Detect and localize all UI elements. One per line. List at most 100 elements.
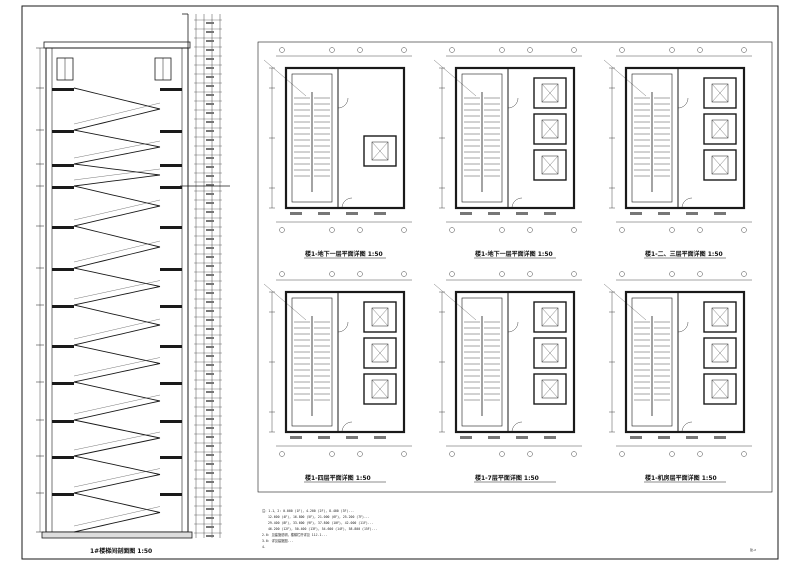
landing-slab (160, 456, 182, 459)
elevator-car (541, 119, 559, 139)
elevator-car (371, 379, 389, 399)
elevator-shaft (363, 337, 397, 369)
stair-core (461, 297, 503, 427)
leader-line (603, 59, 647, 97)
elevator-car (711, 343, 729, 363)
elevation-mark (206, 490, 214, 492)
axis-bubble (669, 47, 675, 53)
stair-flight (73, 185, 161, 207)
elevation-mark (206, 193, 214, 195)
elevation-mark (206, 436, 214, 438)
elevator-shaft (533, 149, 567, 181)
axis-bubble (499, 47, 505, 53)
stair-flight (73, 474, 161, 494)
elevation-mark (206, 256, 214, 258)
stair-core (291, 73, 333, 203)
elevation-mark (206, 175, 214, 177)
axis-bubble (329, 451, 335, 457)
section-title: 1#楼梯间剖面图 1:50 (90, 547, 152, 555)
axis-bubble (449, 47, 455, 53)
door-swing (341, 197, 353, 209)
axis-bubble (357, 227, 363, 233)
floor-plan-5 (433, 271, 582, 483)
elevator-car (541, 155, 559, 175)
elevation-mark (206, 310, 214, 312)
floor-plans-grid (263, 47, 752, 483)
annotation-mark (374, 212, 386, 215)
elevation-mark (206, 526, 214, 528)
floor-plan-4 (263, 271, 412, 483)
stair-flight (73, 108, 161, 131)
elevation-mark (206, 508, 214, 510)
annotation-mark (488, 212, 500, 215)
elevator-car (711, 379, 729, 399)
landing-slab (52, 493, 74, 496)
plan-wall (454, 66, 576, 210)
note-line: 4. (262, 545, 266, 549)
annotation-mark (460, 212, 472, 215)
note-line: 12.600 (4F), 16.800 (5F), 21.000 (6F), 2… (268, 515, 370, 519)
axis-bubble (527, 47, 533, 53)
landing-slab (52, 382, 74, 385)
elevator-car (711, 155, 729, 175)
handrail (73, 168, 161, 181)
elevation-dimension-column (180, 14, 230, 538)
axis-bubble (449, 271, 455, 277)
elevation-mark (206, 499, 214, 501)
elevation-mark (206, 454, 214, 456)
annotation-mark (686, 212, 698, 215)
elevation-mark (206, 220, 214, 222)
plan-wall (624, 66, 746, 210)
ground-slab (41, 531, 193, 539)
plan-title-2: 楼1-地下一层平面详图 1:50 (475, 250, 553, 258)
annotation-mark (346, 436, 358, 439)
elevation-mark (206, 58, 214, 60)
elevation-mark (206, 400, 214, 402)
annotation-mark (630, 212, 642, 215)
elevation-mark (206, 31, 214, 33)
plan-title-6: 楼1-机房层平面详图 1:50 (645, 474, 717, 482)
door-swing (507, 97, 519, 109)
elevator-car (711, 83, 729, 103)
elevation-mark (206, 67, 214, 69)
elevation-mark (206, 265, 214, 267)
handrail (73, 199, 161, 221)
elevation-mark (206, 139, 214, 141)
stair-core (631, 73, 673, 203)
elevator-car (371, 141, 389, 161)
plan-wall (624, 290, 746, 434)
elevator-shaft (533, 113, 567, 145)
annotation-mark (290, 212, 302, 215)
elevation-mark (206, 229, 214, 231)
stair-flight (73, 225, 161, 248)
elevator-car (541, 83, 559, 103)
stair-flight (73, 267, 161, 287)
axis-bubble (449, 451, 455, 457)
elevator-car (371, 343, 389, 363)
landing-slab (160, 420, 182, 423)
elevation-mark (206, 283, 214, 285)
elevator-car (541, 343, 559, 363)
note-line: 2.0: 见建施说明，楼梯栏杆详见 11J-1... (262, 532, 327, 537)
plan-wall (284, 66, 406, 210)
elevator-shaft (703, 301, 737, 333)
elevator-shaft (363, 373, 397, 405)
door-swing (677, 97, 689, 109)
axis-bubble (571, 451, 577, 457)
stair-core (461, 73, 503, 203)
elevation-mark (206, 22, 214, 24)
axis-bubble (357, 451, 363, 457)
landing-slab (160, 88, 182, 91)
stair-core (631, 297, 673, 427)
axis-bubble (329, 227, 335, 233)
elevation-mark (206, 202, 214, 204)
stair-flight (73, 512, 161, 533)
elevator-car (371, 379, 389, 399)
elevation-mark (206, 481, 214, 483)
handrail (73, 140, 161, 159)
annotation-mark (544, 436, 556, 439)
annotation-mark (714, 212, 726, 215)
elevation-mark (206, 130, 214, 132)
stair-flight (73, 381, 161, 402)
